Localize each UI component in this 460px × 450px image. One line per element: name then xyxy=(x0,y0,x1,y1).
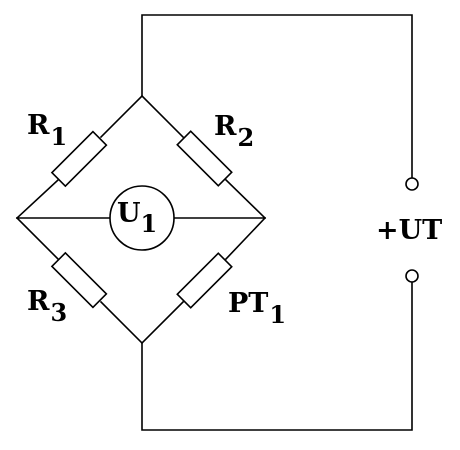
label-pt1: PT1 xyxy=(228,288,286,329)
resistor-r3 xyxy=(50,251,108,309)
resistor-r1 xyxy=(50,130,108,188)
label-supply: +UT xyxy=(376,215,442,246)
wire-supply-top xyxy=(141,14,413,179)
resistor-r2 xyxy=(176,130,233,187)
resistor-pt1 xyxy=(176,252,233,309)
supply-wires xyxy=(141,14,413,431)
wire-right-pt1 xyxy=(224,216,267,261)
label-r1: R1 xyxy=(27,110,67,151)
wire-top-r1 xyxy=(99,94,144,139)
wire-r2-right xyxy=(224,178,267,220)
label-r2: R2 xyxy=(214,111,254,152)
wire-left-r3 xyxy=(15,216,60,261)
label-u1: U1 xyxy=(117,198,157,238)
wire-supply-bottom xyxy=(141,281,413,431)
meter-u1 xyxy=(109,185,175,251)
supply-terminal-bottom xyxy=(405,269,419,283)
wire-r1-left xyxy=(15,178,60,220)
label-r3: R3 xyxy=(27,286,67,327)
wire-r3-bottom xyxy=(99,300,144,345)
wire-top-r2 xyxy=(140,94,185,139)
wire-pt1-bottom xyxy=(140,300,185,345)
bridge-wires xyxy=(15,94,267,345)
supply-terminal-top xyxy=(405,177,419,191)
